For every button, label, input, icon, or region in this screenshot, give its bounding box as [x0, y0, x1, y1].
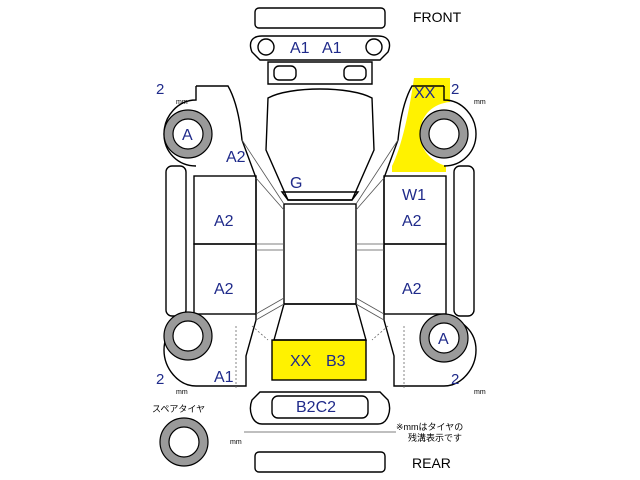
rear-left-mm: mm: [176, 389, 188, 396]
front-left-tire-code: A: [182, 127, 193, 144]
left-rear-quarter-code: A1: [214, 369, 234, 386]
spare-tire-label: スペアタイヤ: [152, 404, 205, 414]
hood-code: G: [290, 175, 302, 192]
front-right-mm: mm: [474, 99, 486, 106]
front-right-tire: [419, 109, 469, 159]
left-rear-door-code: A2: [214, 281, 234, 298]
rear-bumper-code: B2C2: [296, 399, 336, 416]
left-door-window-rear: [255, 249, 285, 315]
front-right-lamp: [343, 65, 367, 81]
rear-right-tire: [419, 313, 469, 363]
spare-tire: [159, 417, 209, 467]
front-left-lamp: [273, 65, 297, 81]
front-right-tread: 2: [451, 81, 459, 98]
rear-window: [273, 303, 367, 341]
right-front-door-code: A2: [402, 213, 422, 230]
left-c-pillar: [255, 303, 285, 321]
rear-right-tread: 2: [451, 371, 459, 388]
note-line-2: 残溝表示です: [408, 432, 462, 443]
front-left-tire: [163, 109, 213, 159]
trunk-code-2: B3: [326, 353, 346, 370]
front-bumper-code-1: A1: [290, 40, 310, 57]
trunk-code-1: XX: [290, 353, 312, 370]
rear-right-tire-code: A: [438, 331, 449, 348]
right-front-fender-code: XX: [414, 85, 436, 102]
windshield: [280, 191, 360, 201]
right-door-window-front: [355, 177, 385, 245]
note-line-1: ※mmはタイヤの: [396, 422, 463, 432]
right-rear-quarter-dash: [371, 325, 405, 388]
rear-left-tread: 2: [156, 371, 164, 388]
left-a-pillar: [241, 139, 285, 205]
trunk: [271, 339, 367, 381]
roof: [283, 203, 357, 305]
left-side-sill: [165, 165, 187, 317]
front-bumper-top: [254, 7, 386, 29]
body-outline-left: [196, 85, 257, 387]
rear-label: REAR: [412, 455, 451, 471]
front-label: FRONT: [413, 9, 462, 25]
trunk-highlight: [272, 340, 366, 380]
right-c-pillar: [355, 303, 385, 321]
right-a-pillar: [355, 139, 399, 205]
rear-right-mm: mm: [474, 389, 486, 396]
front-left-mm: mm: [176, 99, 188, 106]
left-front-door-code: A2: [214, 213, 234, 230]
right-door-window-rear: [355, 249, 385, 315]
right-front-fender-highlight: [392, 78, 450, 172]
front-bumper-lower: [249, 35, 391, 61]
left-front-fender-code: A2: [226, 149, 246, 166]
right-rear-door-code: A2: [402, 281, 422, 298]
front-grille: [267, 61, 373, 85]
rear-bumper-bottom: [254, 451, 386, 473]
rear-left-tire: [163, 311, 213, 361]
front-left-tread: 2: [156, 81, 164, 98]
hood: [265, 88, 375, 201]
left-rear-quarter-dash: [235, 325, 269, 388]
left-door-window-front: [255, 177, 285, 245]
front-right-arch: [443, 86, 477, 167]
spare-mm: mm: [230, 439, 242, 446]
left-rear-door: [193, 243, 257, 315]
right-rear-door: [383, 243, 447, 315]
front-right-light: [365, 38, 383, 56]
front-left-light: [257, 38, 275, 56]
rear-bumper-upper: [249, 391, 391, 425]
right-side-sill: [453, 165, 475, 317]
right-windshield-code: W1: [402, 187, 426, 204]
rear-plate-area: [271, 395, 369, 419]
body-outline-right: [383, 85, 444, 387]
left-front-door: [193, 175, 257, 245]
front-bumper-code-2: A1: [322, 40, 342, 57]
